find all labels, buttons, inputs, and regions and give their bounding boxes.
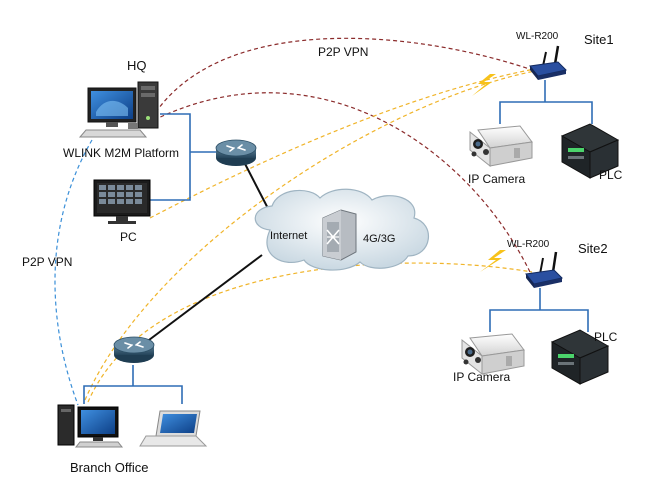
site1-router-label: WL-R200	[516, 31, 559, 42]
site1-camera-label: IP Camera	[468, 172, 525, 186]
p2p-vpn-top-label: P2P VPN	[318, 45, 368, 59]
lan-hq	[150, 113, 191, 201]
ip-camera-icon	[461, 333, 525, 376]
site2-camera-label: IP Camera	[453, 370, 510, 384]
monitor-icon	[93, 179, 151, 224]
router-icon	[215, 139, 257, 166]
site2-plc-label: PLC	[594, 330, 618, 344]
cellular-link-branch-site1	[84, 69, 541, 401]
hq-label: HQ	[127, 58, 147, 73]
vpn-link-hq-site2	[153, 92, 531, 273]
wan-link-branch	[144, 254, 263, 344]
vpn-link-hq-branch	[54, 139, 93, 406]
plc-icon	[550, 329, 610, 385]
laptop-icon	[139, 410, 208, 447]
cellular-link-pc-site1	[149, 67, 541, 219]
site2-label: Site2	[578, 241, 608, 256]
lan-branch	[83, 385, 183, 404]
switch-icon	[322, 209, 357, 261]
router-icon	[525, 251, 564, 288]
internet-cloud: Internet 4G/3G	[254, 188, 430, 271]
site2-router-label: WL-R200	[507, 239, 550, 250]
site1-group: WL-R200 Site1 IP Camera	[468, 31, 623, 186]
lightning-icon	[480, 250, 506, 272]
pc-label: PC	[120, 230, 137, 244]
plc-icon	[560, 123, 620, 179]
internet-label: Internet	[270, 230, 307, 242]
lan-site2	[489, 309, 589, 332]
router-icon	[529, 45, 568, 80]
platform-label: WLINK M2M Platform	[63, 146, 179, 160]
workstation-icon	[78, 81, 159, 138]
router-icon	[113, 336, 155, 363]
ip-camera-icon	[469, 125, 533, 168]
workstation-icon	[57, 404, 124, 448]
site2-group: WL-R200 Site2 IP Camera	[453, 239, 618, 385]
p2p-vpn-left-label: P2P VPN	[22, 255, 72, 269]
branch-label: Branch Office	[70, 460, 149, 475]
branch-group: Branch Office	[57, 336, 208, 475]
vpn-link-hq-site1	[151, 37, 539, 119]
lan-site1	[499, 101, 593, 124]
network-type-label: 4G/3G	[363, 233, 395, 245]
hq-group: HQ WLINK M2M Platform	[63, 58, 257, 244]
site1-label: Site1	[584, 32, 614, 47]
site1-plc-label: PLC	[599, 168, 623, 182]
